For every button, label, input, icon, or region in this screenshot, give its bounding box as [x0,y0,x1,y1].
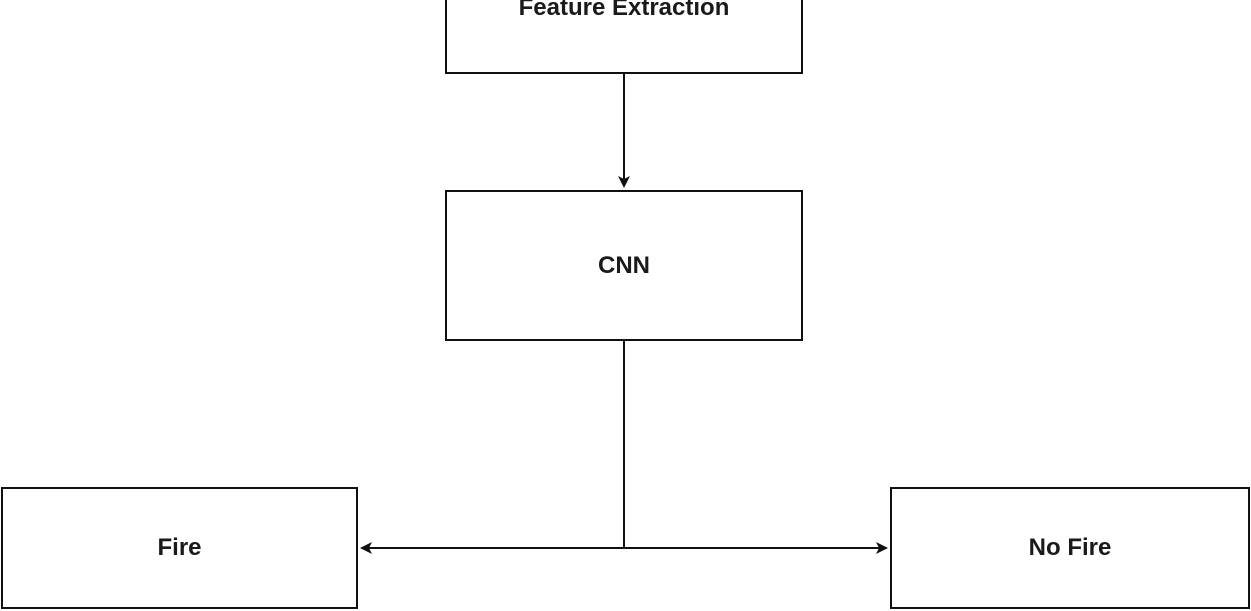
feature-extraction-node: Feature Extraction [445,0,803,74]
no-fire-label: No Fire [1028,534,1112,561]
no-fire-node: No Fire [890,487,1250,609]
cnn-node: CNN [445,190,803,341]
cnn-label: CNN [598,251,650,279]
feature-extraction-label: Feature Extraction [518,0,730,21]
fire-node: Fire [1,487,358,609]
fire-label: Fire [157,534,202,561]
